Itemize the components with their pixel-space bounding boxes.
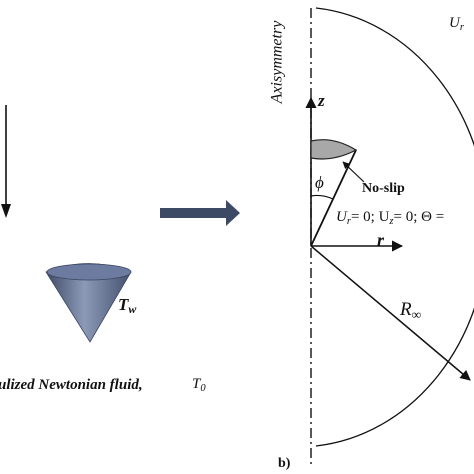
phi-arc — [310, 194, 334, 200]
noslip-pointer — [342, 161, 365, 183]
boundary-condition-label: Ur= 0; Uz= 0; Θ = — [336, 209, 445, 227]
cone-right — [310, 139, 358, 247]
fluid-label: ulized Newtonian fluid, — [0, 377, 143, 393]
panel-label-b: b) — [278, 456, 291, 471]
z-axis-label: z — [318, 91, 325, 110]
farfield-temperature-label: T0 — [192, 376, 206, 394]
axisymmetry-label: Axisymmetry — [268, 20, 286, 104]
flow-arrow-left — [1, 105, 11, 218]
radius-label: R∞ — [400, 299, 422, 322]
r-axis-label: r — [377, 230, 385, 250]
far-field-boundary — [315, 7, 474, 447]
cone-left — [45, 263, 132, 343]
noslip-label: No-slip — [362, 181, 405, 196]
transition-arrow — [160, 200, 240, 226]
radius-arrow — [310, 245, 471, 381]
phi-label: ϕ — [315, 173, 324, 192]
cone-temperature-label: Tw — [118, 295, 137, 317]
top-right-label: Ur — [449, 15, 464, 33]
